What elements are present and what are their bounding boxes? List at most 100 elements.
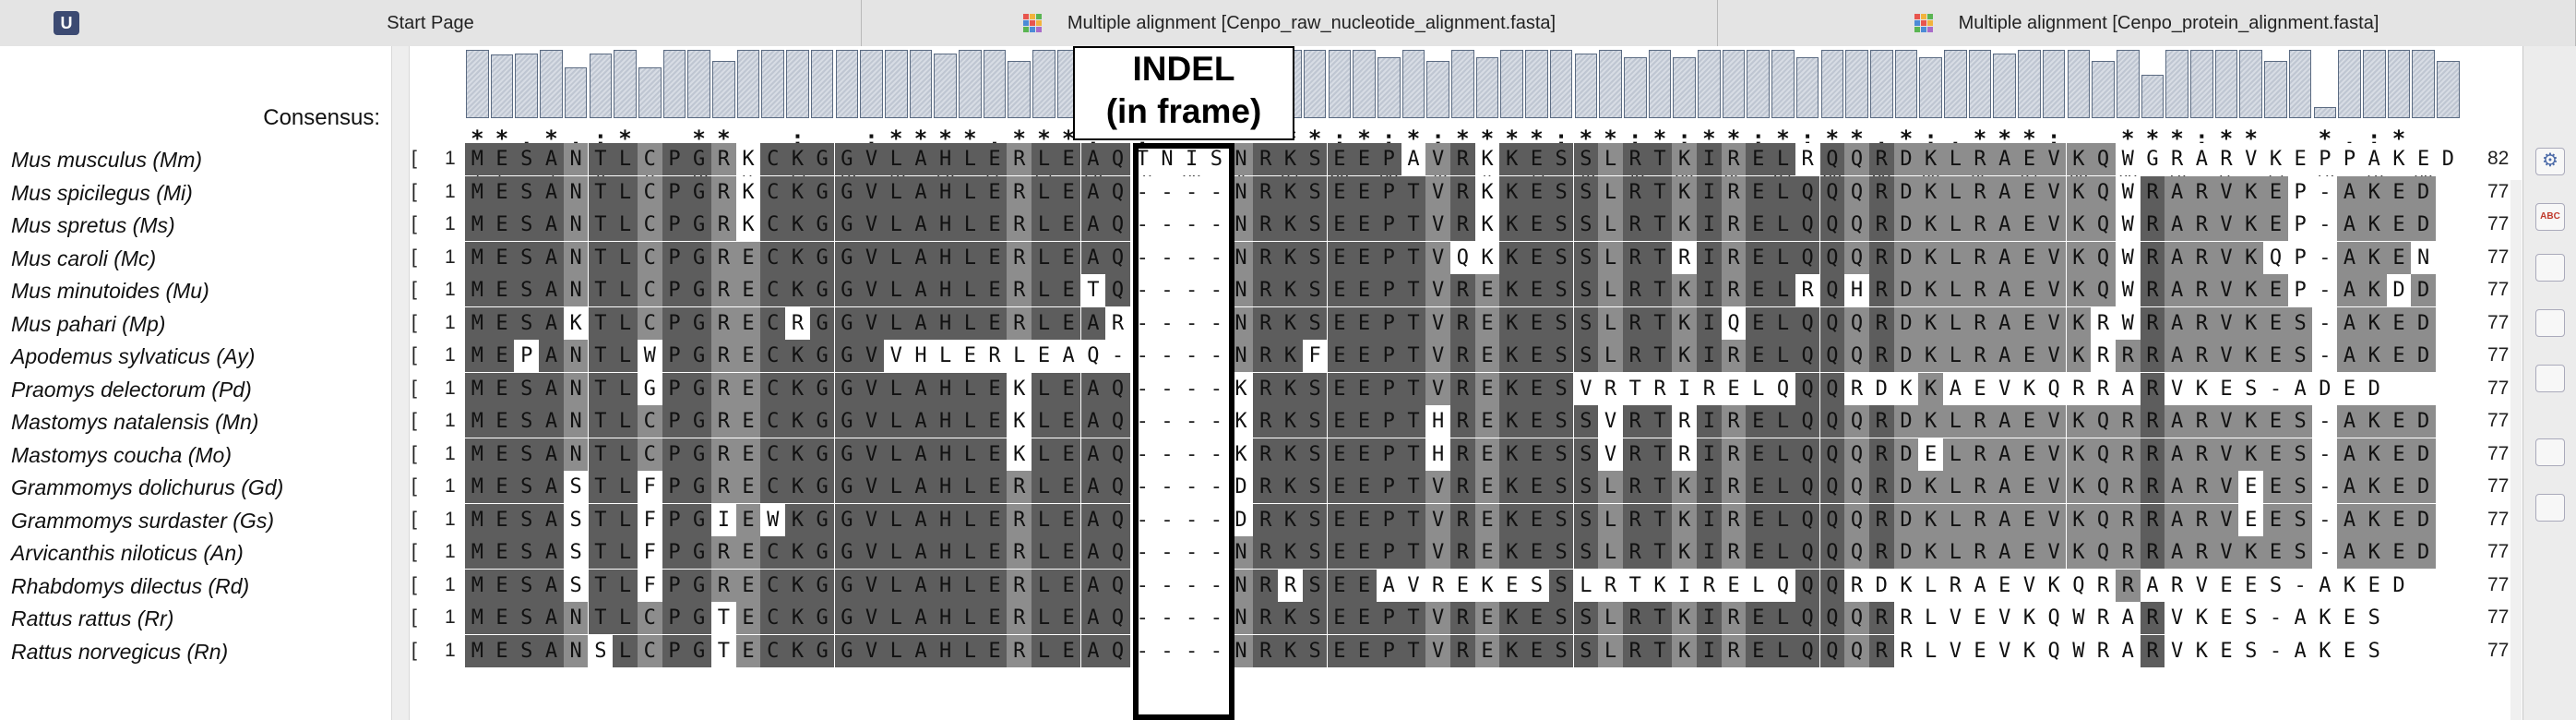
residue-cell[interactable]: A bbox=[908, 471, 934, 503]
residue-cell[interactable]: D bbox=[1893, 306, 1919, 340]
residue-cell[interactable]: K bbox=[1278, 340, 1303, 372]
residue-cell[interactable]: R bbox=[2091, 602, 2116, 634]
residue-cell[interactable]: Q bbox=[1795, 209, 1820, 241]
residue-cell[interactable]: L bbox=[1771, 602, 1795, 634]
residue-cell[interactable]: E bbox=[1524, 602, 1549, 634]
residue-cell[interactable]: L bbox=[1943, 503, 1968, 536]
residue-cell[interactable]: R bbox=[1007, 602, 1032, 634]
residue-cell[interactable]: R bbox=[1007, 569, 1032, 602]
residue-cell[interactable]: L bbox=[883, 438, 909, 471]
residue-cell[interactable]: Q bbox=[1844, 634, 1869, 667]
residue-cell[interactable]: V bbox=[1425, 241, 1450, 274]
residue-cell[interactable]: T bbox=[1401, 438, 1426, 471]
residue-cell[interactable]: K bbox=[785, 372, 810, 405]
residue-cell[interactable]: T bbox=[1647, 405, 1673, 438]
residue-cell[interactable]: D bbox=[1868, 569, 1894, 602]
residue-cell[interactable]: Q bbox=[2091, 503, 2116, 536]
residue-cell[interactable]: R bbox=[1253, 340, 1279, 372]
residue-cell[interactable]: M bbox=[465, 340, 490, 372]
residue-cell[interactable]: T bbox=[588, 536, 614, 569]
residue-cell[interactable]: R bbox=[711, 175, 736, 209]
residue-cell[interactable]: L bbox=[1943, 471, 1968, 503]
residue-cell[interactable]: Q bbox=[1819, 340, 1845, 372]
residue-cell[interactable]: R bbox=[2189, 209, 2214, 241]
residue-cell[interactable]: Q bbox=[1795, 306, 1820, 340]
residue-cell[interactable]: A bbox=[1080, 405, 1106, 438]
residue-cell[interactable]: F bbox=[637, 471, 662, 503]
residue-cell[interactable]: V bbox=[1425, 602, 1450, 634]
residue-cell[interactable]: K bbox=[1474, 143, 1500, 175]
residue-cell[interactable]: P bbox=[514, 340, 540, 372]
residue-cell[interactable]: F bbox=[637, 569, 662, 602]
residue-cell[interactable]: R bbox=[711, 209, 736, 241]
residue-cell[interactable]: P bbox=[662, 602, 687, 634]
residue-cell[interactable]: A bbox=[539, 241, 564, 274]
residue-cell[interactable]: A bbox=[2287, 602, 2313, 634]
residue-cell[interactable]: P bbox=[1376, 175, 1401, 209]
residue-cell[interactable]: H bbox=[933, 569, 958, 602]
residue-cell[interactable]: A bbox=[539, 503, 564, 536]
residue-cell[interactable]: E bbox=[1327, 372, 1353, 405]
residue-cell[interactable]: D bbox=[1893, 405, 1919, 438]
residue-cell[interactable]: A bbox=[539, 602, 564, 634]
residue-cell[interactable]: E bbox=[2263, 306, 2288, 340]
residue-cell[interactable]: A bbox=[539, 372, 564, 405]
residue-cell[interactable]: A bbox=[539, 569, 564, 602]
residue-cell[interactable]: N bbox=[563, 602, 589, 634]
residue-cell[interactable]: D bbox=[1893, 471, 1919, 503]
residue-cell[interactable]: S bbox=[514, 438, 540, 471]
residue-cell[interactable]: Q bbox=[1819, 405, 1845, 438]
residue-cell[interactable]: E bbox=[2411, 143, 2436, 175]
residue-cell[interactable]: A bbox=[2337, 241, 2362, 274]
residue-cell[interactable]: V bbox=[1598, 405, 1623, 438]
residue-cell[interactable]: C bbox=[760, 438, 786, 471]
residue-cell[interactable]: D bbox=[2411, 340, 2436, 372]
residue-cell[interactable]: E bbox=[489, 372, 515, 405]
residue-cell[interactable]: G bbox=[809, 569, 835, 602]
residue-cell[interactable]: - bbox=[1179, 438, 1204, 471]
residue-cell[interactable]: M bbox=[465, 209, 490, 241]
residue-cell[interactable]: A bbox=[2165, 209, 2189, 241]
residue-cell[interactable]: Q bbox=[1819, 471, 1845, 503]
residue-cell[interactable]: E bbox=[1967, 634, 1993, 667]
residue-cell[interactable]: K bbox=[2361, 241, 2387, 274]
residue-cell[interactable]: A bbox=[908, 306, 934, 340]
sequence-name[interactable]: Mus pahari (Mp) bbox=[11, 311, 166, 336]
residue-cell[interactable]: G bbox=[686, 306, 711, 340]
residue-cell[interactable]: K bbox=[2041, 569, 2067, 602]
residue-cell[interactable]: L bbox=[1598, 471, 1623, 503]
residue-cell[interactable]: Q bbox=[1819, 143, 1845, 175]
residue-cell[interactable]: R bbox=[2189, 340, 2214, 372]
residue-cell[interactable]: L bbox=[613, 175, 638, 209]
residue-cell[interactable]: R bbox=[1721, 471, 1747, 503]
residue-cell[interactable]: Q bbox=[2263, 241, 2288, 274]
residue-cell[interactable]: L bbox=[1771, 536, 1795, 569]
residue-cell[interactable]: S bbox=[514, 602, 540, 634]
residue-cell[interactable]: E bbox=[1327, 209, 1353, 241]
residue-cell[interactable]: S bbox=[1302, 274, 1328, 306]
residue-cell[interactable]: R bbox=[1868, 306, 1894, 340]
residue-cell[interactable]: I bbox=[1672, 569, 1697, 602]
residue-cell[interactable]: - bbox=[1154, 306, 1180, 340]
residue-cell[interactable]: S bbox=[2238, 372, 2264, 405]
residue-cell[interactable]: V bbox=[859, 209, 884, 241]
residue-cell[interactable]: R bbox=[1425, 569, 1450, 602]
residue-cell[interactable]: S bbox=[1548, 536, 1574, 569]
residue-cell[interactable]: L bbox=[933, 340, 958, 372]
residue-cell[interactable]: - bbox=[1154, 405, 1180, 438]
residue-cell[interactable]: G bbox=[686, 634, 711, 667]
residue-cell[interactable]: A bbox=[1080, 503, 1106, 536]
residue-cell[interactable]: I bbox=[711, 503, 736, 536]
residue-cell[interactable]: V bbox=[2041, 274, 2067, 306]
residue-cell[interactable]: - bbox=[1154, 241, 1180, 274]
residue-cell[interactable]: V bbox=[1425, 306, 1450, 340]
residue-cell[interactable]: K bbox=[1007, 372, 1032, 405]
residue-cell[interactable]: R bbox=[2165, 143, 2189, 175]
residue-cell[interactable]: T bbox=[1401, 634, 1426, 667]
residue-cell[interactable]: Q bbox=[2091, 175, 2116, 209]
residue-cell[interactable]: A bbox=[1080, 536, 1106, 569]
residue-cell[interactable]: R bbox=[2140, 175, 2165, 209]
residue-cell[interactable]: V bbox=[859, 340, 884, 372]
residue-cell[interactable]: V bbox=[1401, 569, 1426, 602]
sequence-name[interactable]: Mastomys coucha (Mo) bbox=[11, 442, 233, 467]
